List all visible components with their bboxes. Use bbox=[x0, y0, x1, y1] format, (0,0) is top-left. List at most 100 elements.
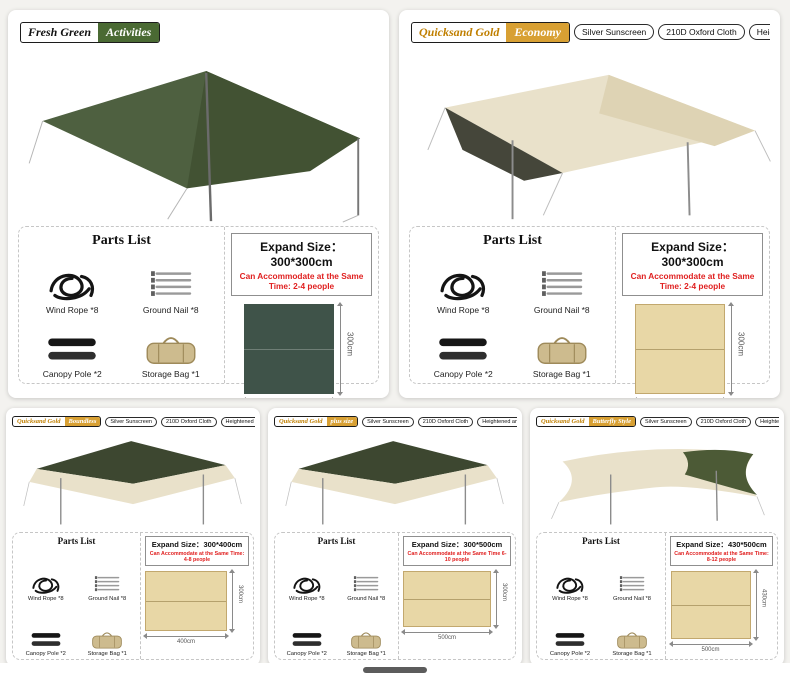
part-item: Ground Nail *8 bbox=[513, 251, 612, 315]
expand-size-box: Expand Size：430*500cm Can Accommodate at… bbox=[670, 536, 773, 566]
parts-grid: Wind Rope *8 Ground Nail *8 Canopy Pole … bbox=[414, 251, 611, 379]
tarp-photo-green bbox=[8, 46, 389, 224]
expand-size-text: Expand Size：300*300cm bbox=[260, 240, 343, 269]
ground-nail-icon bbox=[139, 266, 203, 304]
accommodate-text: Can Accommodate at the Same Time: 4-8 pe… bbox=[149, 551, 245, 563]
expand-size-text: Expand Size：300*400cm bbox=[151, 540, 243, 549]
height-arrow bbox=[336, 302, 343, 396]
brand-badge: Quicksand Gold bbox=[279, 418, 323, 425]
canopy-pole-icon bbox=[431, 330, 495, 368]
variant-badge: Activities bbox=[98, 22, 160, 42]
expand-size-box: Expand Size：300*300cm Can Accommodate at… bbox=[622, 233, 763, 296]
height-arrow bbox=[229, 569, 235, 633]
parts-list-title: Parts List bbox=[92, 233, 151, 248]
storage-bag-icon bbox=[530, 330, 594, 368]
diagram-rect bbox=[634, 304, 725, 394]
height-label: 300cm bbox=[237, 585, 243, 604]
size-column: Expand Size：300*500cm Can Accommodate at… bbox=[398, 533, 515, 659]
ground-nail-icon bbox=[530, 266, 594, 304]
wind-rope-icon bbox=[25, 573, 67, 596]
height-label: 300cm bbox=[736, 332, 746, 357]
home-indicator bbox=[363, 667, 427, 673]
panel-quicksand-economy: Quicksand Gold Economy Silver Sunscreen … bbox=[399, 10, 780, 398]
part-label: Wind Rope *8 bbox=[27, 596, 64, 602]
wind-rope-icon bbox=[40, 266, 104, 304]
part-label: Ground Nail *8 bbox=[533, 305, 590, 315]
part-item: Storage Bag *1 bbox=[513, 315, 612, 379]
diagram-rect bbox=[243, 304, 334, 394]
part-item: Canopy Pole *2 bbox=[414, 315, 513, 379]
panel-header: Quicksand Gold Butterfly Style Silver Su… bbox=[536, 414, 779, 429]
width-label: 400cm bbox=[176, 639, 195, 645]
brand-pill: Quicksand Gold Economy bbox=[411, 21, 571, 43]
part-label: Ground Nail *8 bbox=[347, 596, 386, 602]
part-label: Storage Bag *1 bbox=[346, 651, 386, 657]
height-label: 300cm bbox=[501, 583, 507, 602]
size-diagram: 400cm 300cm bbox=[143, 569, 249, 649]
feature-badge: Silver Sunscreen bbox=[362, 416, 414, 427]
tarp-photo-ridge bbox=[268, 430, 522, 530]
width-arrow bbox=[143, 633, 229, 639]
expand-size-text: Expand Size：300*500cm bbox=[411, 540, 503, 549]
parts-list-title: Parts List bbox=[582, 536, 620, 546]
footer-strip bbox=[0, 663, 790, 677]
expand-size-text: Expand Size：300*300cm bbox=[651, 240, 734, 269]
width-label: 500cm bbox=[701, 647, 720, 653]
parts-list: Parts List Wind Rope *8 Ground Nail *8 bbox=[410, 227, 615, 383]
storage-bag-icon bbox=[139, 330, 203, 368]
panel-header: Quicksand Gold plus size Silver Sunscree… bbox=[274, 414, 517, 429]
expand-size-box: Expand Size：300*300cm Can Accommodate at… bbox=[231, 233, 372, 296]
panel-header: Quicksand Gold Economy Silver Sunscreen … bbox=[411, 20, 770, 44]
variant-badge: Economy bbox=[506, 22, 570, 42]
panel-header: Quicksand Gold Boundless Silver Sunscree… bbox=[12, 414, 255, 429]
info-section: Parts List Wind Rope *8 Ground Nail *8 bbox=[536, 532, 778, 660]
expand-size-text: Expand Size：430*500cm bbox=[676, 540, 767, 549]
parts-list: Parts List Wind Rope *8 Ground Nail *8 bbox=[275, 533, 398, 659]
accommodate-text: Can Accommodate at the Same Time: 2-4 pe… bbox=[239, 271, 364, 291]
accommodate-text: Can Accommodate at the Same Time 6-10 pe… bbox=[407, 551, 507, 563]
bottom-row: Quicksand Gold Boundless Silver Sunscree… bbox=[6, 408, 784, 666]
wind-rope-icon bbox=[286, 573, 328, 596]
variant-badge: Boundless bbox=[64, 417, 101, 426]
size-column: Expand Size：300*300cm Can Accommodate at… bbox=[224, 227, 378, 398]
brand-badge: Quicksand Gold bbox=[419, 24, 500, 39]
feature-badge: Heightened and Bold Canopy Pole bbox=[748, 24, 770, 40]
info-section: Parts List Wind Rope *8 Ground Nail *8 bbox=[274, 532, 516, 660]
panel-fresh-green: Fresh Green Activities Parts List Wind R… bbox=[8, 10, 389, 398]
height-label: 300cm bbox=[345, 332, 355, 357]
part-item: Canopy Pole *2 bbox=[15, 602, 77, 657]
part-item: Ground Nail *8 bbox=[122, 251, 221, 315]
expand-size-box: Expand Size：300*500cm Can Accommodate at… bbox=[403, 536, 511, 566]
brand-pill: Fresh Green Activities bbox=[20, 21, 161, 43]
size-diagram: 500cm 300cm bbox=[401, 569, 511, 645]
parts-list-title: Parts List bbox=[57, 536, 96, 546]
info-section: Parts List Wind Rope *8 Ground Nail *8 bbox=[12, 532, 254, 660]
panel-quicksand-boundless: Quicksand Gold Boundless Silver Sunscree… bbox=[6, 408, 260, 666]
parts-list: Parts List Wind Rope *8 Ground Nail *8 bbox=[13, 533, 140, 659]
part-label: Storage Bag *1 bbox=[87, 651, 127, 657]
part-item: Canopy Pole *2 bbox=[23, 315, 122, 379]
part-label: Ground Nail *8 bbox=[612, 596, 652, 602]
feature-badge: Heightened and Bold Canopy Pole bbox=[220, 416, 255, 427]
feature-badge: 210D Oxford Cloth bbox=[658, 24, 745, 40]
part-item: Storage Bag *1 bbox=[337, 602, 397, 657]
brand-badge: Quicksand Gold bbox=[541, 418, 585, 425]
storage-bag-icon bbox=[345, 628, 387, 651]
part-item: Wind Rope *8 bbox=[414, 251, 513, 315]
part-label: Wind Rope *8 bbox=[46, 305, 99, 315]
diagram-rect bbox=[670, 571, 751, 639]
panel-quicksand-butterfly: Quicksand Gold Butterfly Style Silver Su… bbox=[530, 408, 784, 666]
part-label: Storage Bag *1 bbox=[141, 369, 200, 379]
part-item: Canopy Pole *2 bbox=[277, 602, 337, 657]
part-label: Canopy Pole *2 bbox=[433, 369, 493, 379]
expand-size-box: Expand Size：300*400cm Can Accommodate at… bbox=[145, 536, 249, 566]
ground-nail-icon bbox=[611, 573, 653, 596]
part-label: Ground Nail *8 bbox=[142, 305, 199, 315]
part-item: Wind Rope *8 bbox=[23, 251, 122, 315]
feature-badge: Silver Sunscreen bbox=[640, 416, 692, 427]
feature-badge: Heightened and Bold Canopy Pole bbox=[477, 416, 517, 427]
diagram-rect bbox=[145, 571, 227, 631]
height-label: 430cm bbox=[760, 589, 767, 608]
parts-grid: Wind Rope *8 Ground Nail *8 Canopy Pole … bbox=[15, 547, 138, 657]
